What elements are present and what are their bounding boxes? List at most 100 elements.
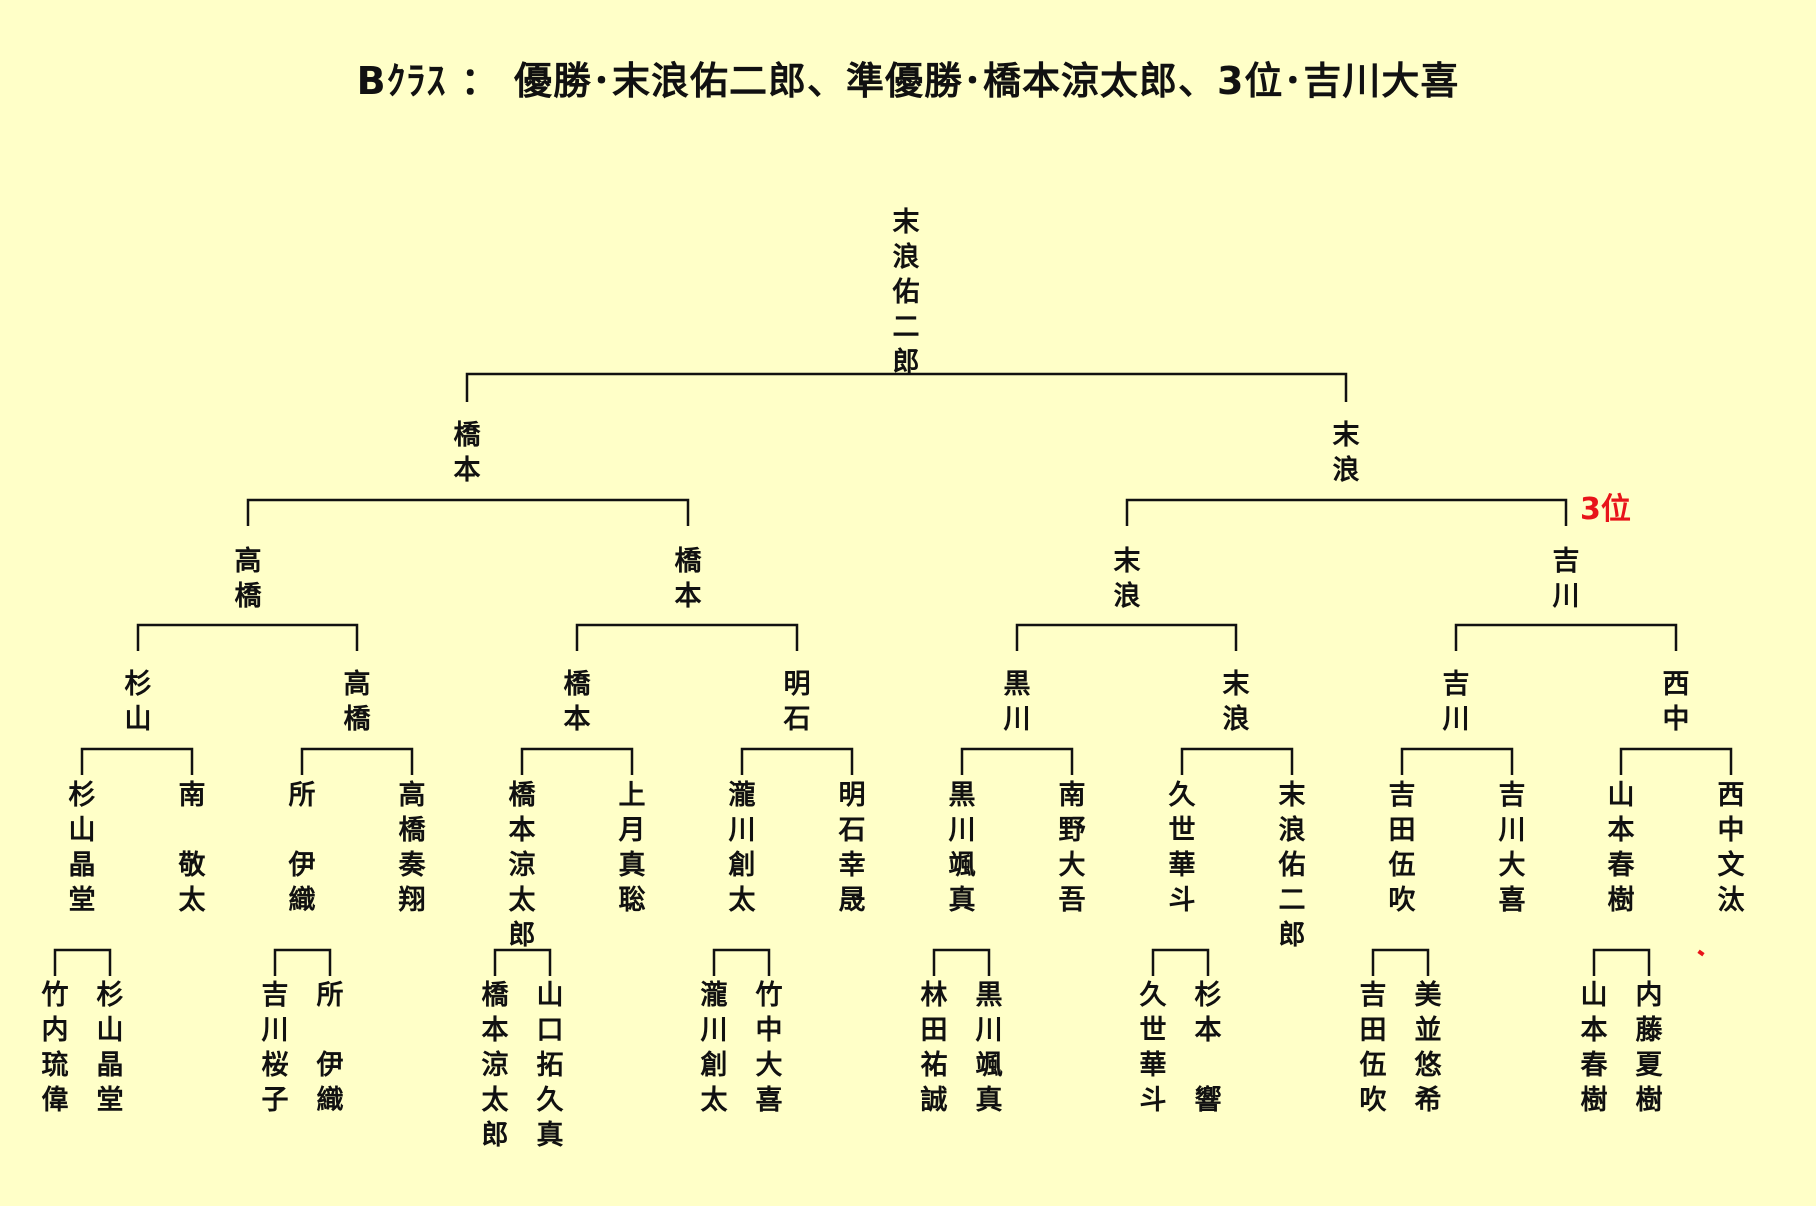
name-char: 川 (1552, 581, 1580, 612)
name-char: 川 (700, 1015, 728, 1046)
player-name-f12: 杉本 響 (1190, 978, 1226, 1118)
name-char: 野 (1058, 815, 1086, 846)
name-char: 末 (1113, 546, 1141, 577)
player-name-q2: 橋本 (670, 544, 706, 614)
name-char: 久 (1168, 780, 1196, 811)
player-name-f10: 黒川颯真 (971, 978, 1007, 1118)
name-char: 太 (728, 885, 756, 916)
player-name-q3: 末浪 (1109, 544, 1145, 614)
bracket-line-first-2 (273, 948, 332, 976)
name-char: 本 (674, 581, 702, 612)
name-char: 春 (1607, 850, 1635, 881)
name-char: 堂 (96, 1085, 124, 1116)
player-name-f2: 杉山晶堂 (92, 978, 128, 1118)
name-char: 太 (700, 1085, 728, 1116)
bracket-line-first-6 (1151, 948, 1210, 976)
page-title: Bｸﾗｽ ： 優勝･末浪佑二郎、準優勝･橋本涼太郎、3位･吉川大喜 (356, 59, 1460, 103)
name-char: 山 (124, 704, 152, 735)
name-char: 上 (618, 780, 646, 811)
name-char: 涼 (508, 850, 536, 881)
name-char: 樹 (1607, 885, 1635, 916)
bracket-line-semi-right (1125, 498, 1568, 526)
name-char: 佑 (1278, 850, 1306, 881)
bracket-line-r16-3 (520, 747, 634, 775)
name-char: 末 (1222, 669, 1250, 700)
name-char (312, 1013, 348, 1048)
name-char: 伍 (1388, 850, 1416, 881)
name-char: 南 (1058, 780, 1086, 811)
name-char: 奏 (398, 850, 426, 881)
name-char: 大 (755, 1050, 783, 1081)
name-char: 久 (1139, 980, 1167, 1011)
player-name-f3: 吉川桜子 (257, 978, 293, 1118)
player-name-p3: 所 伊織 (284, 778, 320, 918)
name-char: 浪 (1113, 581, 1141, 612)
player-name-p11: 久世華斗 (1164, 778, 1200, 918)
name-char: 汰 (1717, 885, 1745, 916)
name-char: 明 (783, 669, 811, 700)
player-name-s2: 末浪 (1328, 418, 1364, 488)
name-char: 本 (508, 815, 536, 846)
player-name-r4: 明石 (779, 667, 815, 737)
player-name-p4: 高橋奏翔 (394, 778, 430, 918)
bracket-line-first-7 (1371, 948, 1430, 976)
bracket-line-r16-1 (80, 747, 194, 775)
player-name-f6: 山口拓久真 (532, 978, 568, 1153)
name-char: 本 (481, 1015, 509, 1046)
name-char: 内 (41, 1015, 69, 1046)
bracket-line-quarter-2 (575, 623, 799, 651)
name-char: 浪 (1332, 455, 1360, 486)
name-char (174, 813, 210, 848)
name-char: 郎 (508, 920, 536, 951)
name-char: 春 (1580, 1050, 1608, 1081)
name-char: 西 (1717, 780, 1745, 811)
bracket-line-quarter-3 (1015, 623, 1238, 651)
name-char: 石 (783, 704, 811, 735)
name-char: 黒 (948, 780, 976, 811)
name-char: 華 (1139, 1050, 1167, 1081)
name-char: 明 (838, 780, 866, 811)
player-name-p10: 南野大吾 (1054, 778, 1090, 918)
name-char: 堂 (68, 885, 96, 916)
name-char: 美 (1414, 980, 1442, 1011)
name-char: 橋 (453, 420, 481, 451)
name-char: 高 (234, 546, 262, 577)
name-char: 橋 (508, 780, 536, 811)
name-char: 桜 (261, 1050, 289, 1081)
name-char: 太 (481, 1085, 509, 1116)
player-name-p2: 南 敬太 (174, 778, 210, 918)
name-char (1190, 1048, 1226, 1083)
third-place-label: 3位 (1580, 492, 1631, 527)
player-name-p12: 末浪佑二郎 (1274, 778, 1310, 953)
name-char: 伊 (288, 850, 316, 881)
name-char: 本 (1580, 1015, 1608, 1046)
name-char: 祐 (920, 1050, 948, 1081)
player-name-p9: 黒川颯真 (944, 778, 980, 918)
bracket-line-first-8 (1592, 948, 1651, 976)
name-char: 織 (288, 885, 316, 916)
name-char: 幸 (838, 850, 866, 881)
name-char: 末 (892, 207, 920, 238)
name-char: 瀧 (700, 980, 728, 1011)
name-char: 夏 (1635, 1050, 1663, 1081)
name-char: 川 (261, 1015, 289, 1046)
name-char: 川 (1442, 704, 1470, 735)
name-char: 吹 (1388, 885, 1416, 916)
bracket-line-final (465, 372, 1348, 402)
name-char: 太 (178, 885, 206, 916)
name-char: 黒 (1003, 669, 1031, 700)
name-char: 真 (618, 850, 646, 881)
name-char: 川 (948, 815, 976, 846)
bracket-line-r16-8 (1619, 747, 1733, 775)
name-char: 口 (536, 1015, 564, 1046)
name-char: 晶 (96, 1050, 124, 1081)
name-char: 山 (68, 815, 96, 846)
name-char: 高 (398, 780, 426, 811)
player-name-p8: 明石幸晟 (834, 778, 870, 918)
name-char: 佑 (892, 277, 920, 308)
name-char: 末 (1278, 780, 1306, 811)
name-char: 敬 (178, 850, 206, 881)
name-char: 浪 (1222, 704, 1250, 735)
name-char: 子 (261, 1085, 289, 1116)
name-char: 杉 (1194, 980, 1222, 1011)
